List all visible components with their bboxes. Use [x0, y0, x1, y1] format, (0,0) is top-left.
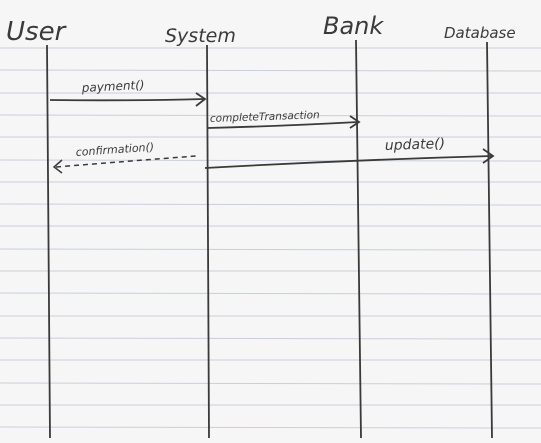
message-complete-transaction-arrow: [207, 121, 359, 129]
ruled-line: [0, 426, 541, 429]
ruled-line: [0, 114, 541, 117]
lifeline-database: [486, 41, 493, 439]
lifeline-user: [46, 44, 51, 439]
message-update-label: update(): [385, 136, 446, 154]
participant-user-label: User: [6, 17, 68, 47]
participant-bank-label: Bank: [323, 12, 384, 40]
ruled-line: [0, 203, 541, 206]
message-confirmation-arrow: [55, 155, 197, 168]
message-payment-arrowhead: [195, 92, 207, 107]
participant-system-label: System: [165, 25, 236, 47]
participant-database-label: Database: [444, 24, 516, 42]
message-complete-transaction-arrowhead: [349, 115, 361, 129]
message-payment-label: payment(): [80, 78, 144, 95]
message-update-arrow: [204, 155, 493, 169]
ruled-line: [0, 159, 541, 162]
ruled-line: [0, 69, 541, 72]
ruled-lines: [0, 47, 541, 429]
message-payment-arrow: [49, 98, 205, 102]
message-confirmation-label: confirmation(): [75, 141, 154, 159]
message-update-arrowhead: [482, 148, 495, 164]
lifeline-system: [206, 44, 210, 439]
ruled-line: [0, 292, 541, 295]
lifeline-bank: [355, 39, 362, 439]
message-complete-transaction-label: completeTransaction: [210, 109, 320, 125]
ruled-line: [0, 337, 541, 340]
ruled-line: [0, 382, 541, 385]
message-confirmation-arrowhead: [52, 159, 63, 174]
ruled-line: [0, 248, 541, 251]
